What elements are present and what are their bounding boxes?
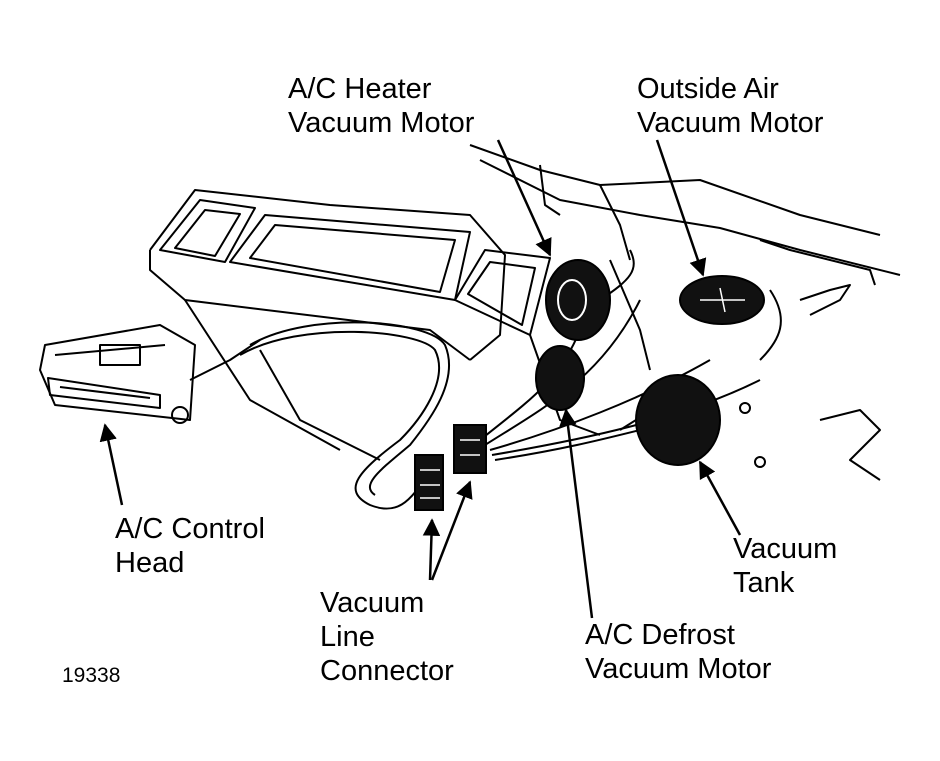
control-head-label: A/C Control Head — [115, 512, 265, 580]
outside-air-vacuum-motor — [679, 275, 765, 325]
outside-air-arrow — [655, 139, 707, 277]
connector-label-line1: Vacuum — [320, 587, 425, 619]
vacuum-tank — [619, 374, 766, 468]
defrost-motor-arrow — [559, 408, 594, 619]
vacuum-tank-label-line2: Tank — [733, 567, 795, 599]
vacuum-line-connectors — [414, 424, 487, 511]
defrost-label-line1: A/C Defrost — [585, 619, 735, 651]
hvac-housing — [149, 144, 901, 481]
defrost-vacuum-motor-label: A/C Defrost Vacuum Motor — [585, 618, 771, 686]
connector-label-line2: Line — [320, 621, 375, 653]
vacuum-tank-label-line1: Vacuum — [733, 533, 838, 565]
outside-air-vacuum-motor-label: Outside Air Vacuum Motor — [637, 72, 823, 140]
vacuum-line-connector-label: Vacuum Line Connector — [320, 586, 454, 688]
control-head-label-line2: Head — [115, 547, 185, 579]
control-head-label-line1: A/C Control — [115, 513, 265, 545]
connector-arrow-left — [422, 518, 441, 581]
connector-label-line3: Connector — [320, 655, 454, 687]
outside-air-label-line1: Outside Air — [637, 73, 779, 105]
heater-motor-arrow — [496, 139, 552, 257]
heater-label-line1: A/C Heater — [288, 73, 432, 105]
vacuum-tank-label: Vacuum Tank — [733, 532, 837, 600]
heater-label-line2: Vacuum Motor — [288, 107, 475, 139]
connector-arrow-right — [430, 480, 473, 581]
defrost-vacuum-motor — [535, 345, 585, 411]
vacuum-tank-arrow — [698, 460, 742, 536]
heater-vacuum-motor — [545, 259, 611, 341]
heater-vacuum-motor-label: A/C Heater Vacuum Motor — [288, 72, 474, 140]
leader-arrows — [99, 139, 742, 619]
control-head — [39, 324, 261, 424]
figure-number: 19338 — [62, 664, 121, 687]
control-head-arrow — [99, 423, 124, 506]
defrost-label-line2: Vacuum Motor — [585, 653, 772, 685]
outside-air-label-line2: Vacuum Motor — [637, 107, 824, 139]
